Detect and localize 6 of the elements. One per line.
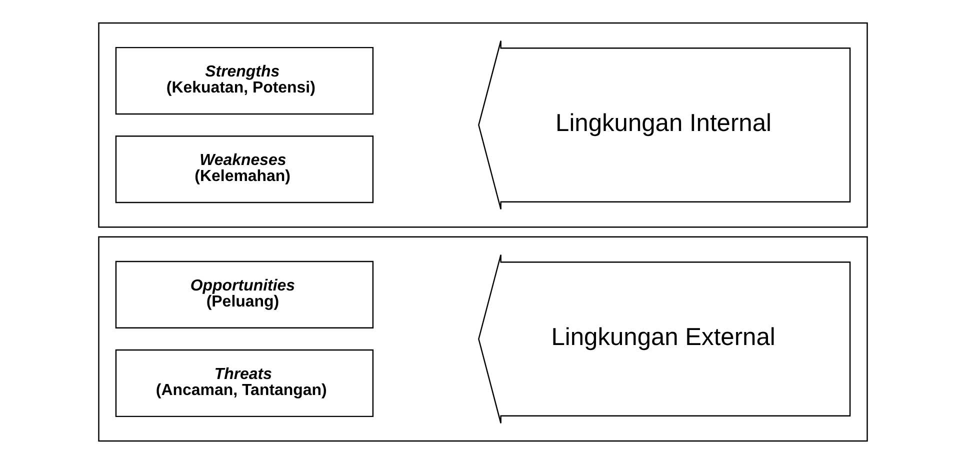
node-box: Strengths (Kekuatan, Potensi) xyxy=(114,46,374,115)
node-box: Weakneses (Kelemahan) xyxy=(114,135,374,204)
cluster xyxy=(98,236,868,442)
cluster xyxy=(98,22,868,228)
node-box: Threats (Ancaman, Tantangan) xyxy=(114,349,374,418)
node-box: Opportunities (Peluang) xyxy=(114,260,374,329)
